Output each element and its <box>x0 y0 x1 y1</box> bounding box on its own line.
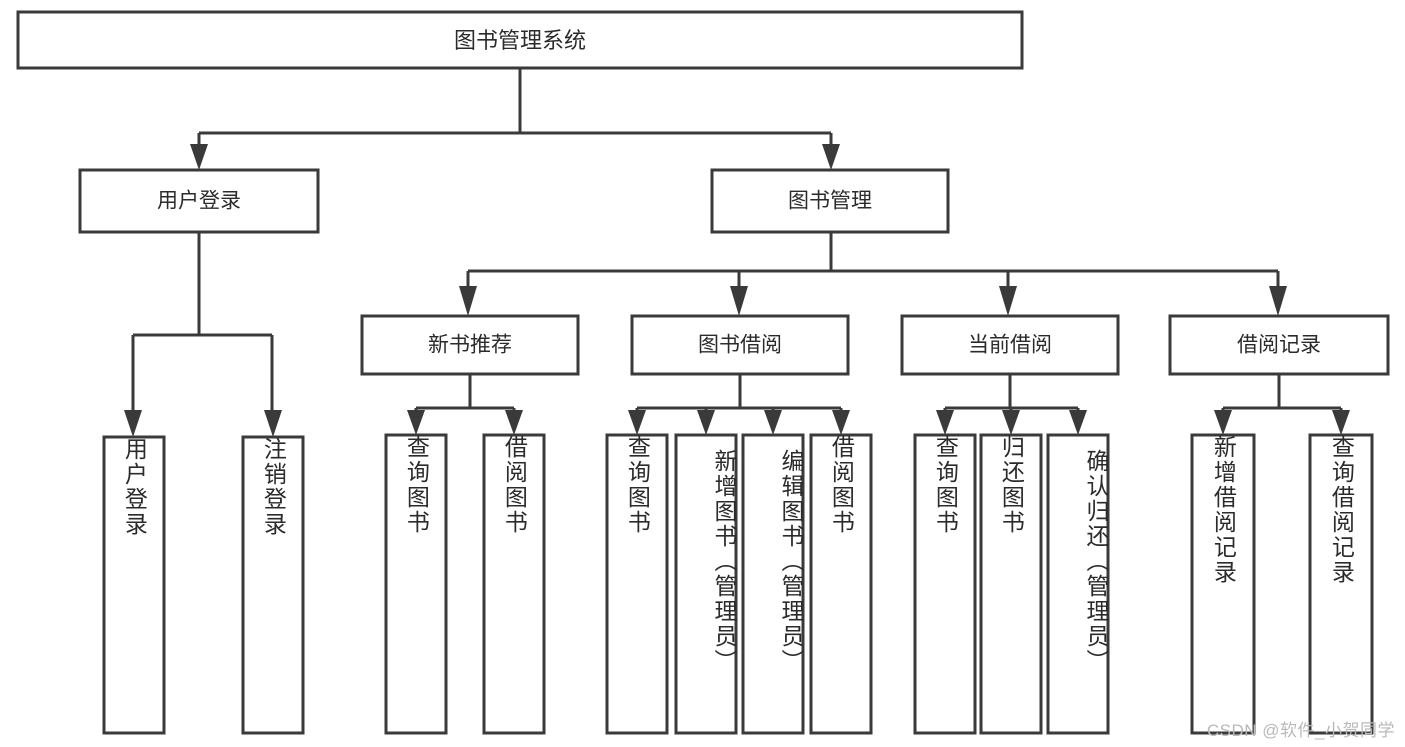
arrowhead-book-mgmt <box>822 144 840 170</box>
node-root[interactable]: 图书管理系统 <box>16 10 1024 70</box>
leaf-box-user-login[interactable] <box>102 435 166 735</box>
leaf-box-query-book-3[interactable] <box>913 433 977 735</box>
leaf-box-add-record[interactable] <box>1190 433 1256 735</box>
arrowhead-borrowrecord-leaf-1 <box>1214 410 1232 435</box>
arrowhead-new-book-rec <box>459 286 477 316</box>
node-borrow-record[interactable]: 借阅记录 <box>1168 314 1390 376</box>
node-book-management[interactable]: 图书管理 <box>710 168 950 234</box>
arrowhead-bookborrow-leaf-3 <box>764 410 782 435</box>
leaf-box-borrow-book-2[interactable] <box>809 433 873 735</box>
arrowhead-leaf-logout <box>264 410 282 437</box>
leaf-box-add-book[interactable] <box>674 433 738 735</box>
arrowhead-bookborrow-leaf-2 <box>697 410 715 435</box>
csdn-watermark: CSDN @软件_小贺同学 <box>1206 721 1395 740</box>
leaf-boxes-layer <box>102 433 1374 735</box>
arrowhead-newbook-leaf-2 <box>505 410 523 435</box>
node-new-book-recommend-label: 新书推荐 <box>428 334 512 357</box>
node-book-management-box[interactable] <box>710 168 950 234</box>
node-current-borrow-label: 当前借阅 <box>968 334 1052 357</box>
leaf-box-edit-book[interactable] <box>741 433 805 735</box>
arrowhead-book-borrow <box>730 286 748 316</box>
arrowhead-borrow-record <box>1269 286 1287 316</box>
arrowhead-newbook-leaf-1 <box>407 410 425 435</box>
node-root-label: 图书管理系统 <box>454 28 586 53</box>
arrowhead-bookborrow-leaf-1 <box>628 410 646 435</box>
leaf-box-query-book-2[interactable] <box>605 433 669 735</box>
leaf-box-logout[interactable] <box>241 435 305 735</box>
leaf-box-query-book-1[interactable] <box>384 433 448 735</box>
node-book-management-label: 图书管理 <box>788 190 872 213</box>
arrowhead-currentborrow-leaf-1 <box>936 410 954 435</box>
node-borrow-record-box[interactable] <box>1168 314 1390 376</box>
arrowhead-current-borrow <box>999 286 1017 316</box>
arrowhead-leaf-user-login <box>124 410 142 437</box>
node-current-borrow[interactable]: 当前借阅 <box>900 314 1120 376</box>
connectors-layer <box>124 68 1350 437</box>
node-borrow-record-label: 借阅记录 <box>1237 334 1321 357</box>
node-book-borrow-label: 图书借阅 <box>698 334 782 357</box>
leaf-box-return-book[interactable] <box>979 433 1043 735</box>
arrowhead-user-login <box>190 144 208 170</box>
arrowhead-borrowrecord-leaf-2 <box>1332 410 1350 435</box>
leaf-box-confirm-return[interactable] <box>1046 433 1110 735</box>
arrowhead-currentborrow-leaf-3 <box>1069 410 1087 435</box>
leaf-box-query-record[interactable] <box>1308 433 1374 735</box>
node-user-login-label: 用户登录 <box>157 190 241 213</box>
node-user-login[interactable]: 用户登录 <box>78 168 320 234</box>
node-root-box[interactable] <box>16 10 1024 70</box>
node-book-borrow-box[interactable] <box>630 314 850 376</box>
leaf-box-borrow-book-1[interactable] <box>482 433 546 735</box>
node-new-book-recommend-box[interactable] <box>360 314 580 376</box>
node-book-borrow[interactable]: 图书借阅 <box>630 314 850 376</box>
node-current-borrow-box[interactable] <box>900 314 1120 376</box>
arrowhead-currentborrow-leaf-2 <box>1002 410 1020 435</box>
node-new-book-recommend[interactable]: 新书推荐 <box>360 314 580 376</box>
node-user-login-box[interactable] <box>78 168 320 234</box>
arrowhead-bookborrow-leaf-4 <box>832 410 850 435</box>
